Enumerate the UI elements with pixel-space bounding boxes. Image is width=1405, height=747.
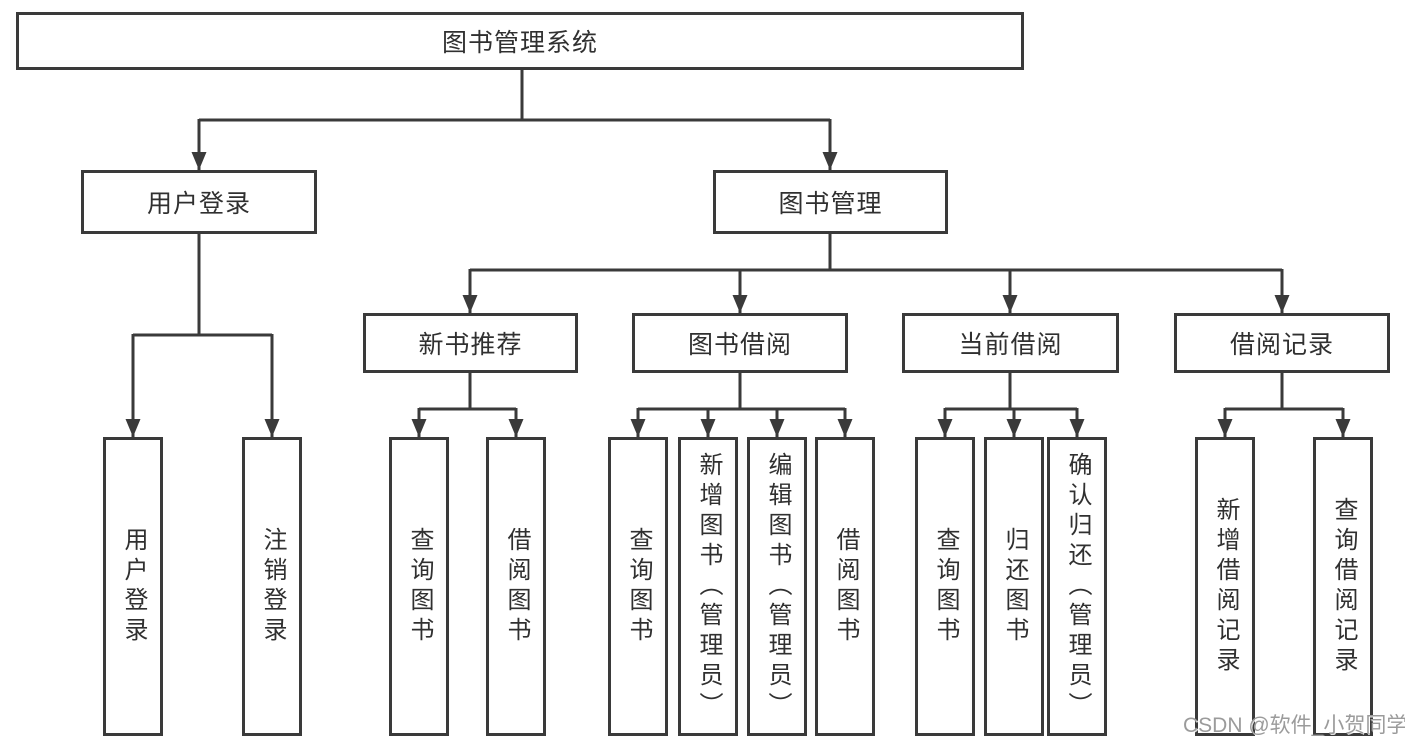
connector-book-management-spine (470, 234, 1282, 272)
node-book-management: 图书管理 (713, 170, 948, 234)
node-leaf-borrow-books-2: 借阅图书 (815, 437, 875, 736)
node-leaf-return-books: 归还图书 (984, 437, 1044, 736)
node-leaf-user-login: 用户登录 (103, 437, 163, 736)
node-book-management-system: 图书管理系统 (16, 12, 1024, 70)
node-new-book-recommend: 新书推荐 (363, 313, 578, 373)
connector-book-borrow-spine (638, 373, 845, 411)
node-user-login: 用户登录 (81, 170, 317, 234)
node-current-borrow: 当前借阅 (902, 313, 1119, 373)
connector-borrow-records-spine (1225, 373, 1343, 411)
node-borrow-records: 借阅记录 (1174, 313, 1390, 373)
node-leaf-query-books-3: 查询图书 (915, 437, 975, 736)
node-leaf-add-borrow-record: 新增借阅记录 (1195, 437, 1255, 736)
connector-new-book-spine (419, 373, 516, 411)
node-leaf-query-books-2: 查询图书 (608, 437, 668, 736)
node-book-borrow: 图书借阅 (632, 313, 848, 373)
node-leaf-add-book-admin: 新增图书（管理员） (678, 437, 738, 736)
node-leaf-edit-book-admin: 编辑图书（管理员） (747, 437, 807, 736)
connector-current-borrow-spine (945, 373, 1077, 411)
watermark-csdn: CSDN @软件_小贺同学 (1183, 714, 1405, 737)
node-leaf-query-borrow-record: 查询借阅记录 (1313, 437, 1373, 736)
connector-user-login-spine (133, 234, 272, 337)
node-leaf-logout: 注销登录 (242, 437, 302, 736)
node-leaf-query-books-1: 查询图书 (389, 437, 449, 736)
connector-root-spine (199, 70, 830, 122)
node-leaf-borrow-books-1: 借阅图书 (486, 437, 546, 736)
node-leaf-confirm-return-admin: 确认归还（管理员） (1047, 437, 1107, 736)
